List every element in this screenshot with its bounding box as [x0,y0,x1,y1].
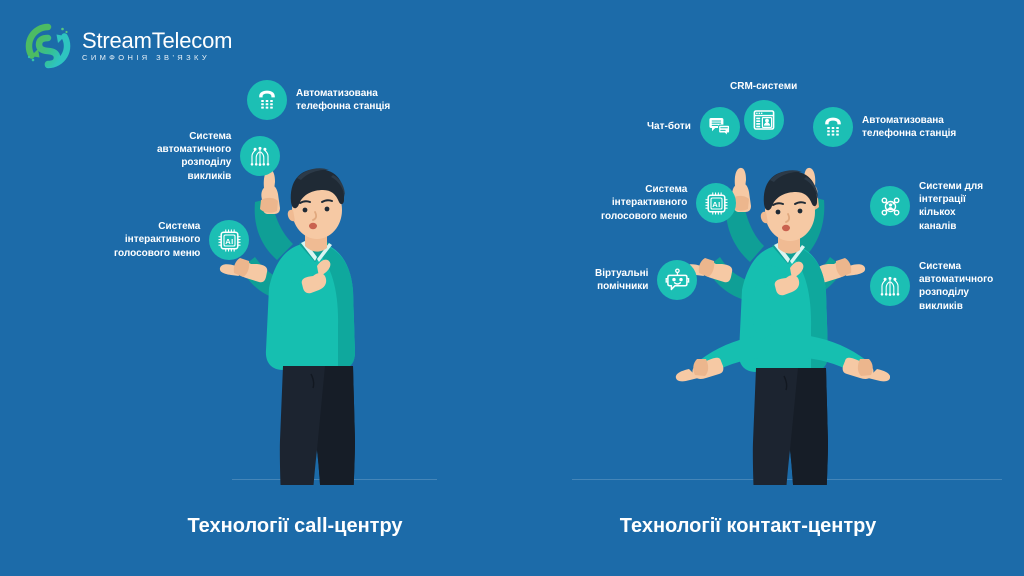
feature-node-bots[interactable]: Віртуальні помічники [595,260,698,300]
brand-tagline: симфонія зв'язку [82,53,211,63]
feature-node-pbx[interactable]: Автоматизована телефонна станція [247,80,390,120]
ai-chip-icon: AI [209,220,250,260]
feature-node-label: Автоматизована телефонна станція [296,87,391,112]
crm-window-icon [743,100,784,141]
ai-chip-icon: AI [696,183,737,223]
telephone-keypad-icon [247,80,287,120]
circular-arrow-s-logo-icon [25,23,71,69]
feature-node-label: Система автоматичного розподілу викликів [919,261,994,312]
call-routing-circuit-icon [870,266,910,307]
feature-node-acd[interactable]: Система автоматичного розподілу викликів [157,130,281,183]
feature-node-ivr2[interactable]: AI Система інтерактивного голосового мен… [601,183,737,223]
brand-logo[interactable]: StreamTelecom симфонія зв'язку [22,20,232,72]
brand-name: StreamTelecom [82,28,233,54]
panel-title-contact-center: Технології контакт-центру [619,515,877,537]
feature-node-acd2[interactable]: Система автоматичного розподілу викликів [870,260,993,313]
panel-title-call-center: Технології call-центру [187,515,403,537]
character-contact-center-agent [660,140,890,485]
call-routing-circuit-icon [240,136,281,177]
feature-node-label: Система інтерактивного голосового меню [601,184,688,222]
network-hub-person-icon [870,186,910,227]
feature-node-chatbots[interactable]: Чат-боти [647,107,740,147]
robot-face-icon [657,260,698,300]
telephone-keypad-icon [813,107,853,147]
svg-text:AI: AI [712,200,720,209]
feature-node-crm[interactable]: CRM-системи [730,80,798,141]
feature-node-label: Система автоматичного розподілу викликів [157,131,232,182]
feature-node-label: Віртуальні помічники [595,267,649,292]
feature-node-label: Автоматизована телефонна станція [862,114,957,139]
feature-node-omnichannel[interactable]: Системи для інтеграції кількох каналів [870,180,983,233]
feature-node-ivr[interactable]: AI Система інтерактивного голосового мен… [114,220,250,260]
feature-node-label: CRM-системи [730,81,798,92]
feature-node-pbx2[interactable]: Автоматизована телефонна станція [813,107,956,147]
chat-bubbles-icon [699,107,740,147]
feature-node-label: Системи для інтеграції кількох каналів [919,181,984,232]
feature-node-label: Система інтерактивного голосового меню [114,221,201,259]
feature-node-label: Чат-боти [647,121,691,133]
character-call-center-agent [205,140,395,485]
svg-text:AI: AI [225,237,233,246]
